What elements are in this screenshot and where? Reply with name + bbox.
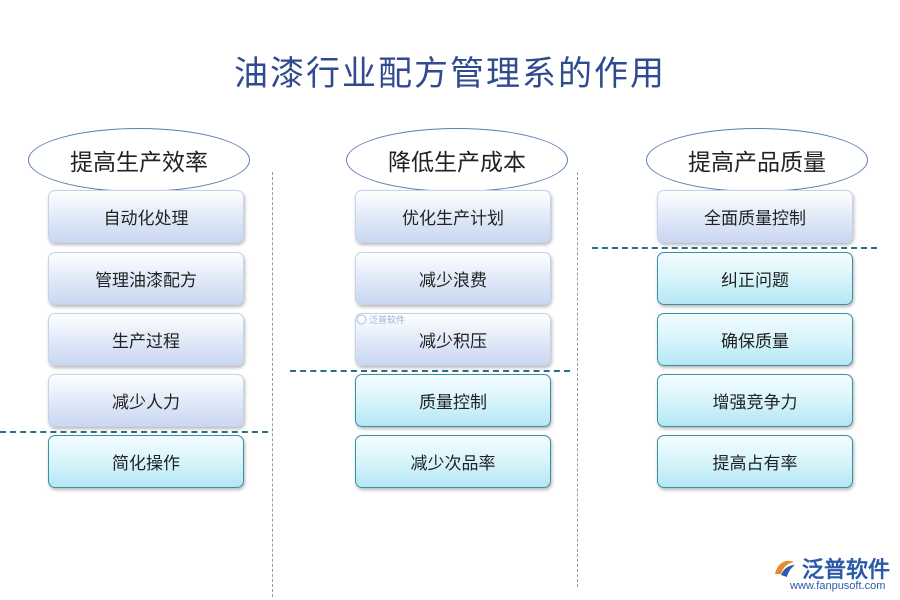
column-heading-quality: 提高产品质量	[646, 128, 868, 192]
section-divider-1	[0, 431, 268, 433]
logo-url: www.fanpusoft.com	[790, 580, 886, 592]
item-manage-formula: 管理油漆配方	[48, 252, 244, 305]
item-ensure-quality: 确保质量	[657, 313, 853, 366]
brand-logo: 泛普软件	[772, 552, 890, 584]
item-reduce-backlog: 减少积压	[355, 313, 551, 366]
watermark-logo-icon	[356, 314, 367, 325]
item-quality-control: 质量控制	[355, 374, 551, 427]
item-optimize-plan: 优化生产计划	[355, 190, 551, 243]
item-reduce-waste: 减少浪费	[355, 252, 551, 305]
item-automation: 自动化处理	[48, 190, 244, 243]
item-reduce-labor: 减少人力	[48, 374, 244, 427]
item-increase-market-share: 提高占有率	[657, 435, 853, 488]
column-heading-cost: 降低生产成本	[346, 128, 568, 192]
watermark: 泛普软件	[356, 313, 405, 326]
column-heading-efficiency: 提高生产效率	[28, 128, 250, 192]
item-simplify-operation: 简化操作	[48, 435, 244, 488]
section-divider-2	[290, 370, 570, 372]
item-total-quality-control: 全面质量控制	[657, 190, 853, 243]
section-divider-3	[592, 247, 877, 249]
column-separator-2	[577, 172, 578, 587]
item-reduce-defect-rate: 减少次品率	[355, 435, 551, 488]
fanpu-logo-icon	[775, 560, 795, 577]
column-separator-1	[272, 172, 273, 597]
item-production-process: 生产过程	[48, 313, 244, 366]
page-title: 油漆行业配方管理系的作用	[234, 54, 666, 94]
logo-name: 泛普软件	[802, 557, 891, 582]
item-enhance-competitiveness: 增强竞争力	[657, 374, 853, 427]
watermark-text: 泛普软件	[369, 315, 406, 325]
item-correct-problems: 纠正问题	[657, 252, 853, 305]
